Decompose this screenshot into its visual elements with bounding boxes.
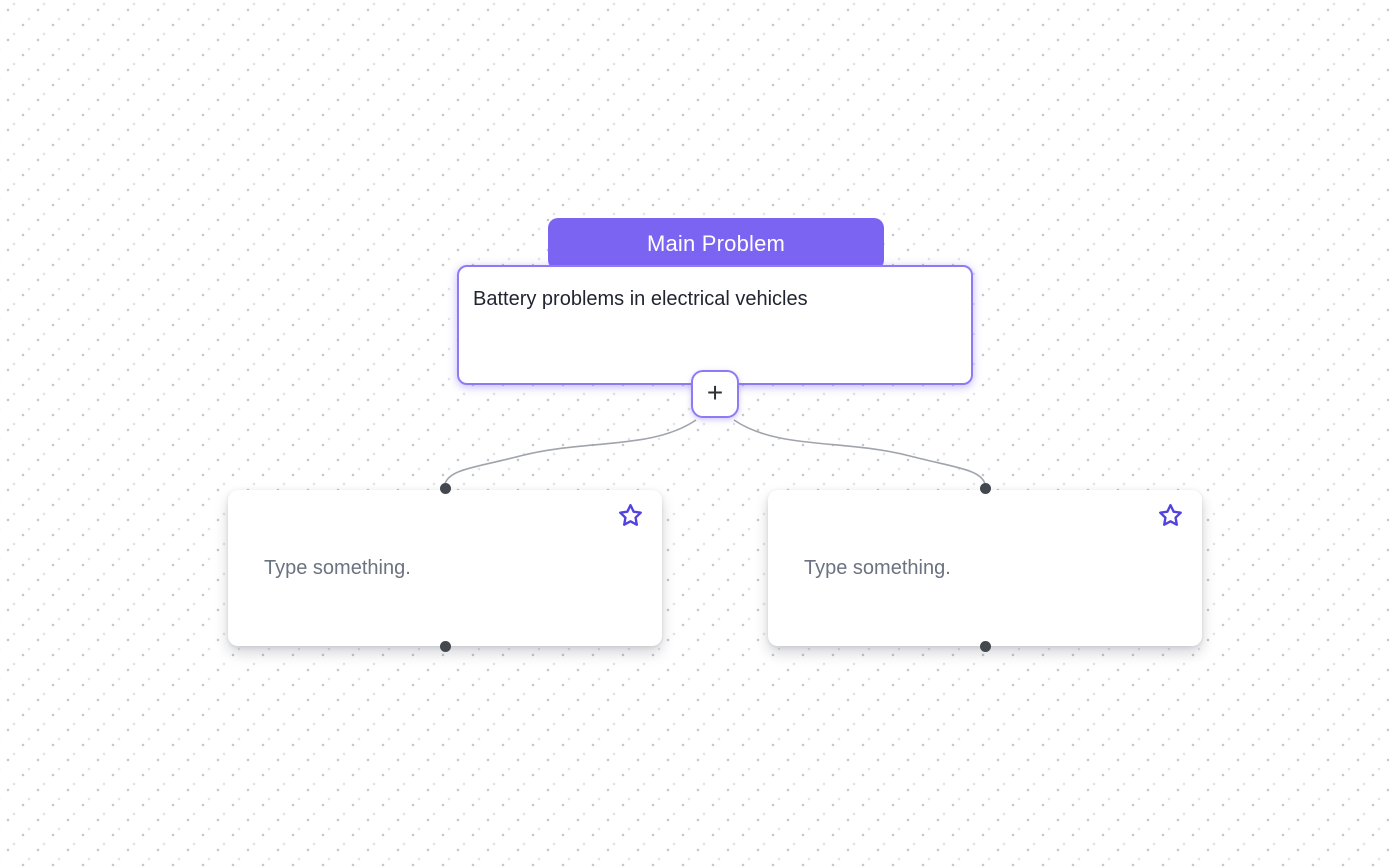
connection-handle-bottom[interactable] (439, 641, 451, 652)
star-button[interactable] (616, 502, 644, 530)
star-icon (618, 503, 642, 526)
child-node-right[interactable]: Type something. (768, 483, 1202, 652)
node-text-input[interactable]: Type something. (804, 556, 951, 579)
connector-edge-right (733, 419, 986, 485)
node-text-input[interactable]: Type something. (264, 556, 411, 579)
star-icon (1158, 503, 1182, 526)
main-problem-text-input[interactable]: Battery problems in electrical vehicles (473, 288, 808, 310)
child-node-left[interactable]: Type something. (228, 483, 662, 652)
main-problem-header: Main Problem (548, 218, 884, 270)
connection-handle-bottom[interactable] (979, 641, 991, 652)
main-problem-header-label: Main Problem (646, 231, 786, 256)
connection-handle-top[interactable] (439, 483, 451, 494)
star-button[interactable] (1156, 502, 1184, 530)
add-child-button[interactable]: + (691, 370, 739, 418)
plus-icon: + (706, 377, 724, 408)
main-problem-node[interactable]: Battery problems in electrical vehicles (457, 265, 973, 385)
connector-edge-left (444, 419, 697, 485)
connection-handle-top[interactable] (979, 483, 991, 494)
